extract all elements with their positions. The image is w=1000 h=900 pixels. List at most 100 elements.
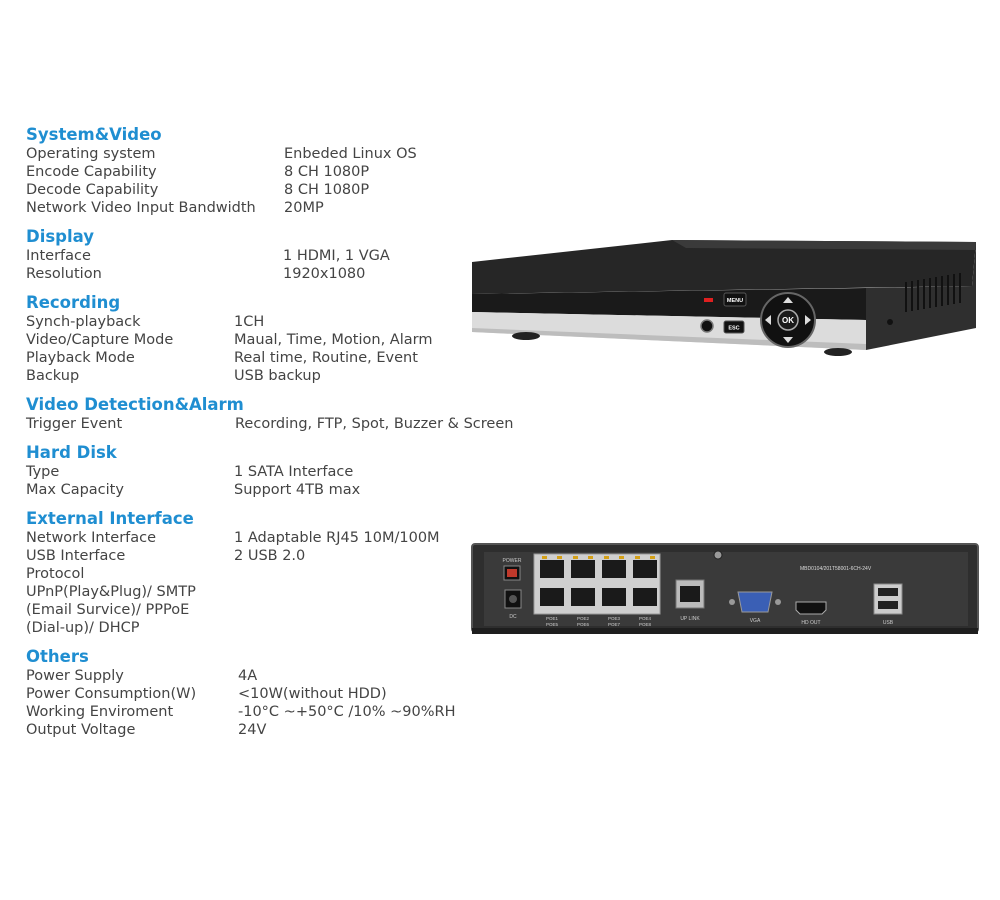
section-title: Display — [26, 227, 95, 246]
section-title: Hard Disk — [26, 443, 117, 462]
dc-label: DC — [509, 614, 517, 620]
poe-label: POE3 — [608, 616, 621, 621]
hdmi-label: HD OUT — [801, 620, 820, 626]
poe-port[interactable] — [633, 560, 657, 578]
spec-row: USB Interface 2 USB 2.0 — [26, 547, 526, 565]
menu-button-label: MENU — [727, 298, 743, 304]
spec-value: 8 CH 1080P — [284, 182, 370, 198]
menu-button[interactable] — [723, 292, 747, 307]
spec-row: Output Voltage 24V — [26, 721, 526, 739]
front-right-side — [866, 242, 976, 350]
spec-label: Operating system — [26, 146, 156, 162]
spec-value: 1920x1080 — [283, 266, 366, 282]
spec-label: Interface — [26, 248, 91, 264]
spec-value: 4A — [238, 668, 258, 684]
spec-value: UPnP(Play&Plug)/ SMTP(Email Survice)/ PP… — [26, 583, 526, 637]
nvr-front-view: MENU ESC OK — [472, 240, 976, 356]
spec-label: Type — [26, 464, 60, 480]
spec-label: Working Enviroment — [26, 704, 174, 720]
spec-label: Trigger Event — [26, 416, 123, 432]
ok-button[interactable] — [777, 309, 799, 331]
status-led — [704, 298, 713, 302]
vga-label: VGA — [750, 618, 761, 624]
section-title: External Interface — [26, 509, 194, 528]
poe-port[interactable] — [540, 560, 564, 578]
poe-port[interactable] — [540, 588, 564, 606]
spec-value: 2 USB 2.0 — [234, 548, 306, 564]
spec-value: USB backup — [234, 368, 321, 384]
spec-label: USB Interface — [26, 548, 126, 564]
esc-button-label: ESC — [728, 326, 739, 332]
poe-label: POE6 — [577, 622, 590, 627]
screw-icon — [713, 550, 723, 560]
poe-port[interactable] — [571, 560, 595, 578]
spec-value: 1 HDMI, 1 VGA — [283, 248, 390, 264]
arrow-left-icon[interactable] — [765, 315, 771, 325]
spec-label: Max Capacity — [26, 482, 124, 498]
section-title: System&Video — [26, 125, 162, 144]
spec-label: Protocol — [26, 566, 85, 582]
arrow-right-icon[interactable] — [805, 315, 811, 325]
ok-button-label: OK — [782, 316, 794, 325]
poe-port[interactable] — [571, 588, 595, 606]
spec-label: Decode Capability — [26, 182, 159, 198]
spec-label: Power Supply — [26, 668, 124, 684]
spec-value: Enbeded Linux OS — [284, 146, 417, 162]
spec-row: Interface 1 HDMI, 1 VGA — [26, 247, 526, 265]
spec-row: Type 1 SATA Interface — [26, 463, 526, 481]
power-label: POWER — [503, 558, 522, 564]
spec-label: Synch-playback — [26, 314, 141, 330]
poe-ports — [540, 560, 657, 606]
spec-value-line: (Dial-up)/ DHCP — [26, 620, 140, 636]
spec-label: Resolution — [26, 266, 102, 282]
spec-row: Resolution 1920x1080 — [26, 265, 526, 283]
hdmi-port[interactable] — [795, 601, 827, 615]
spec-value-line: UPnP(Play&Plug)/ SMTP — [26, 584, 196, 600]
spec-value: -10°C ~+50°C /10% ~90%RH — [238, 704, 456, 720]
spec-label: Output Voltage — [26, 722, 136, 738]
spec-value: 1 SATA Interface — [234, 464, 354, 480]
vga-port[interactable] — [737, 591, 773, 613]
spec-label: Network Interface — [26, 530, 157, 546]
spec-label: Backup — [26, 368, 80, 384]
spec-row: Power Consumption(W)<10W(without HDD) — [26, 685, 526, 703]
spec-row: Power Supply 4A — [26, 667, 526, 685]
poe-label: POE5 — [546, 622, 559, 627]
arrow-down-icon[interactable] — [783, 337, 793, 343]
poe-label: POE4 — [639, 616, 652, 621]
poe-port[interactable] — [633, 588, 657, 606]
spec-value: <10W(without HDD) — [238, 686, 387, 702]
spec-row: Network Interface 1 Adaptable RJ45 10M/10… — [26, 529, 526, 547]
spec-value: Support 4TB max — [234, 482, 361, 498]
poe-port[interactable] — [602, 560, 626, 578]
arrow-up-icon[interactable] — [783, 297, 793, 303]
spec-value: 1 Adaptable RJ45 10M/100M — [234, 530, 440, 546]
spec-label: Playback Mode — [26, 350, 135, 366]
poe-port[interactable] — [602, 588, 626, 606]
ir-sensor-icon — [700, 319, 714, 333]
spec-value: 24V — [238, 722, 267, 738]
spec-row: Operating system Enbeded Linux OS — [26, 145, 526, 163]
serial-sticker: MBD0104/201T58001-6CH-24V — [800, 566, 872, 572]
spec-row: Decode Capability 8 CH 1080P — [26, 181, 526, 199]
spec-value: Maual, Time, Motion, Alarm — [234, 332, 433, 348]
spec-value: 20MP — [284, 200, 324, 216]
section-title: Others — [26, 647, 89, 666]
spec-label: Encode Capability — [26, 164, 157, 180]
esc-button[interactable] — [723, 320, 745, 334]
front-top-surface — [472, 240, 976, 294]
usb-label: USB — [883, 620, 894, 626]
poe-label: POE7 — [608, 622, 621, 627]
nvr-back-view: POWER DC POE1 POE5 POE2 POE6 POE3 POE7 P… — [471, 543, 979, 634]
